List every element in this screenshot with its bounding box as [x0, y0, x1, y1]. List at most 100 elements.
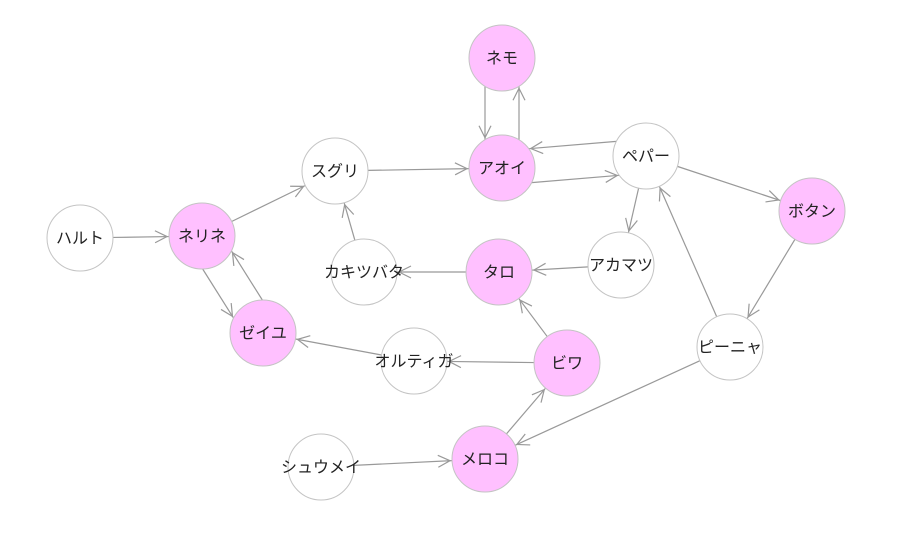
arrowhead-icon	[531, 388, 546, 403]
node-suguri[interactable]: スグリ	[301, 137, 369, 205]
edge-line	[343, 202, 356, 241]
arrowhead-icon	[290, 185, 305, 198]
arrowhead-icon	[519, 298, 533, 314]
edge-kakitsubata-to-suguri	[341, 202, 356, 241]
edge-line	[518, 298, 548, 337]
node-circle[interactable]	[533, 329, 601, 397]
node-circle[interactable]	[612, 122, 680, 190]
node-circle[interactable]	[287, 433, 355, 501]
node-shuumei[interactable]: シュウメイ	[281, 433, 361, 501]
edge-aoi-to-pepper	[531, 169, 620, 184]
arrowhead-icon	[478, 125, 492, 140]
edge-nemo-to-aoi	[478, 86, 492, 140]
node-circle[interactable]	[46, 204, 114, 272]
edge-line	[531, 174, 620, 184]
node-label: オルティガ	[374, 352, 453, 371]
node-kakitsubata[interactable]: カキツバタ	[324, 238, 404, 306]
node-circle[interactable]	[168, 202, 236, 270]
edges-layer	[112, 86, 796, 468]
edge-pepper-to-botan	[677, 165, 781, 203]
node-label: シュウメイ	[281, 458, 361, 477]
node-zeiyu[interactable]: ゼイユ	[229, 299, 297, 367]
arrowhead-icon	[604, 169, 619, 183]
node-pinya[interactable]: ピーニャ	[696, 313, 764, 381]
node-biwa[interactable]: ビワ	[533, 329, 601, 397]
node-label: ボタン	[788, 202, 836, 221]
arrowhead-icon	[765, 190, 781, 203]
node-haruto[interactable]: ハルト	[46, 204, 114, 272]
node-circle[interactable]	[468, 134, 536, 202]
edge-orutiga-to-zeiyu	[295, 335, 382, 356]
edge-line	[367, 167, 470, 172]
edge-line	[230, 250, 263, 301]
arrowhead-icon	[658, 186, 671, 202]
node-circle[interactable]	[330, 238, 398, 306]
node-circle[interactable]	[465, 238, 533, 306]
arrowhead-icon	[341, 203, 355, 218]
arrowhead-icon	[515, 433, 531, 446]
node-circle[interactable]	[301, 137, 369, 205]
node-circle[interactable]	[778, 177, 846, 245]
edge-biwa-to-orutiga	[446, 355, 535, 369]
arrowhead-icon	[220, 303, 234, 318]
node-nemo[interactable]: ネモ	[468, 24, 536, 92]
edge-line	[505, 387, 547, 435]
edge-haruto-to-nerine	[112, 230, 170, 244]
edge-line	[627, 188, 640, 233]
node-label: アオイ	[478, 159, 526, 178]
edge-line	[231, 184, 306, 223]
edge-line	[677, 165, 781, 202]
arrowhead-icon	[437, 454, 452, 468]
node-pepper[interactable]: ペパー	[612, 122, 680, 190]
edge-akamatsu-to-taro	[531, 262, 589, 276]
arrowhead-icon	[296, 335, 311, 348]
arrowhead-icon	[454, 162, 469, 176]
node-label: ピーニャ	[698, 338, 762, 357]
arrowhead-icon	[532, 262, 547, 276]
arrowhead-icon	[529, 141, 544, 155]
edge-line	[658, 185, 718, 318]
node-botan[interactable]: ボタン	[778, 177, 846, 245]
edge-pepper-to-aoi	[528, 140, 617, 155]
node-circle[interactable]	[451, 425, 519, 493]
node-circle[interactable]	[468, 24, 536, 92]
node-label: ネリネ	[178, 227, 226, 246]
edge-line	[112, 235, 170, 239]
edge-line	[353, 460, 453, 466]
node-label: ネモ	[486, 49, 518, 68]
edge-nerine-to-zeiyu	[202, 268, 235, 319]
node-aoi[interactable]: アオイ	[468, 134, 536, 202]
edge-line	[531, 266, 589, 271]
node-label: タロ	[483, 263, 515, 282]
node-akamatsu[interactable]: アカマツ	[587, 231, 655, 299]
node-circle[interactable]	[696, 313, 764, 381]
node-circle[interactable]	[380, 327, 448, 395]
arrowhead-icon	[747, 303, 760, 319]
node-taro[interactable]: タロ	[465, 238, 533, 306]
edge-aoi-to-nemo	[512, 86, 526, 140]
arrowhead-icon	[512, 86, 526, 101]
node-label: スグリ	[311, 162, 359, 181]
edge-pinya-to-pepper	[658, 185, 718, 318]
node-circle[interactable]	[587, 231, 655, 299]
edge-pepper-to-akamatsu	[625, 188, 640, 233]
edge-line	[514, 360, 701, 446]
edge-line	[528, 140, 617, 150]
edge-shuumei-to-meroko	[353, 454, 453, 468]
edge-meroko-to-biwa	[505, 387, 547, 435]
node-nerine[interactable]: ネリネ	[168, 202, 236, 270]
node-label: ゼイユ	[239, 324, 287, 343]
edge-biwa-to-taro	[518, 298, 548, 337]
node-orutiga[interactable]: オルティガ	[374, 327, 454, 395]
edge-nerine-to-suguri	[231, 184, 306, 223]
node-meroko[interactable]: メロコ	[451, 425, 519, 493]
node-circle[interactable]	[229, 299, 297, 367]
node-label: カキツバタ	[324, 263, 404, 282]
edge-zeiyu-to-nerine	[230, 250, 263, 301]
arrowhead-icon	[397, 265, 412, 279]
node-label: ハルト	[56, 229, 104, 248]
edge-line	[295, 338, 382, 356]
arrowhead-icon	[625, 217, 638, 233]
